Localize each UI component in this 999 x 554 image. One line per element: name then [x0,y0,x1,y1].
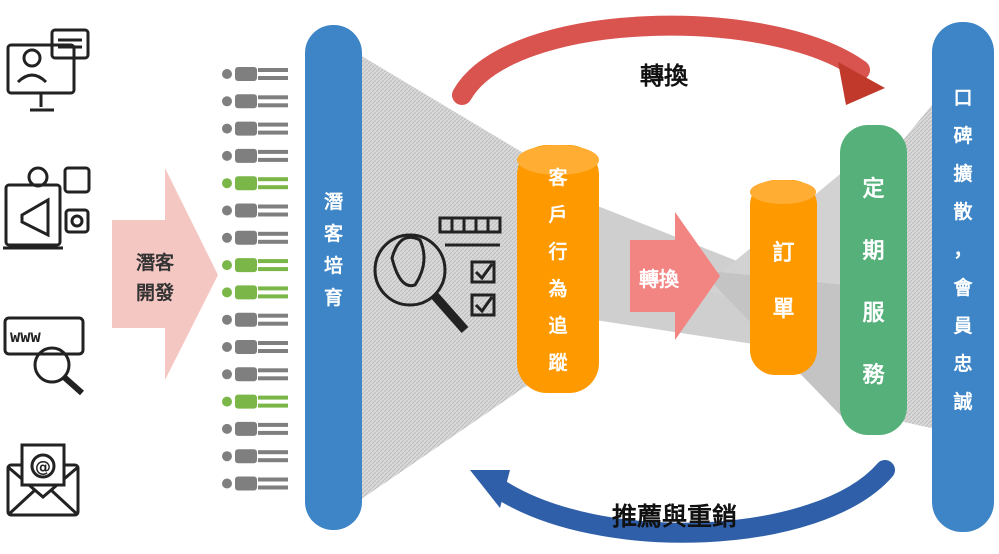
tracking-char: 客 [548,167,568,189]
loyalty-char: 碑 [953,125,973,147]
tracking-char: 為 [548,278,568,300]
person-gray [222,203,288,218]
nurture-label: 潛 客 培 育 [305,175,362,325]
order-char: 單 [772,297,795,322]
nurture-char: 潛 [323,191,343,213]
loyalty-char: 員 [953,315,973,337]
loyalty-cylinder [932,22,994,532]
loyalty-char: ， [953,239,973,261]
service-char: 務 [862,362,885,388]
lead-gen-line-2: 開發 [136,282,175,304]
loyalty-char: 忠 [953,353,973,375]
person-gray [222,94,288,109]
email-at-glyph: @ [35,457,51,476]
loyalty-char: 擴 [953,163,973,185]
lead-gen-label: 潛客 開發 [136,248,174,308]
tracking-char: 追 [548,315,568,337]
loyalty-char: 口 [953,87,973,109]
service-char: 服 [862,300,885,326]
person-gray [222,340,288,354]
person-gray [222,449,288,464]
person-gray [222,148,288,163]
convert-mid-label: 轉換 [639,267,679,291]
tracking-label: 客 戶 行 為 追 蹤 [517,158,599,384]
service-label: 定 期 服 務 [840,140,907,425]
nurture-char: 培 [323,255,343,277]
order-cylinder [750,180,817,375]
service-cylinder [840,125,907,435]
social-marketing-icon [3,166,91,250]
person-gray [222,476,288,491]
order-char: 訂 [772,241,795,266]
prospect-people [222,67,288,491]
lead-gen-arrow [112,168,218,380]
convert-curve-arrow [452,15,885,105]
convert-top-label: 轉換 [640,62,688,90]
referral-curve-arrow [470,460,895,543]
band-nurture-tracking [360,55,535,500]
loyalty-char: 誠 [953,391,973,413]
www-icon-text: www [10,327,41,347]
person-gray [222,67,288,81]
person-green [222,258,288,273]
nurture-char: 客 [323,223,343,245]
loyalty-label: 口 碑 擴 散 ， 會 員 忠 誠 [932,70,994,430]
convert-arrow [630,212,720,340]
loyalty-char: 會 [953,277,973,299]
nurture-cylinder [305,25,362,530]
person-green [222,285,288,300]
person-gray [222,230,288,245]
lead-gen-line-1: 潛客 [136,252,175,274]
person-gray [222,312,288,327]
service-char: 定 [862,176,885,202]
order-label: 訂 單 [750,222,817,342]
tracking-char: 蹤 [548,352,568,374]
person-gray [222,121,288,136]
person-gray [222,421,288,436]
presenter-icon [6,28,90,112]
tracking-char: 戶 [548,204,568,226]
tracking-char: 行 [548,241,568,263]
person-green [222,176,288,191]
customer-research-icon [373,216,502,333]
loyalty-char: 散 [953,201,973,223]
email-icon [6,443,80,517]
referral-label: 推薦與重銷 [612,502,738,531]
service-char: 期 [862,238,885,264]
www-search-icon [3,316,85,396]
tracking-cylinder [517,145,599,393]
person-gray [222,367,288,382]
nurture-char: 育 [323,287,343,309]
person-green [222,394,288,409]
